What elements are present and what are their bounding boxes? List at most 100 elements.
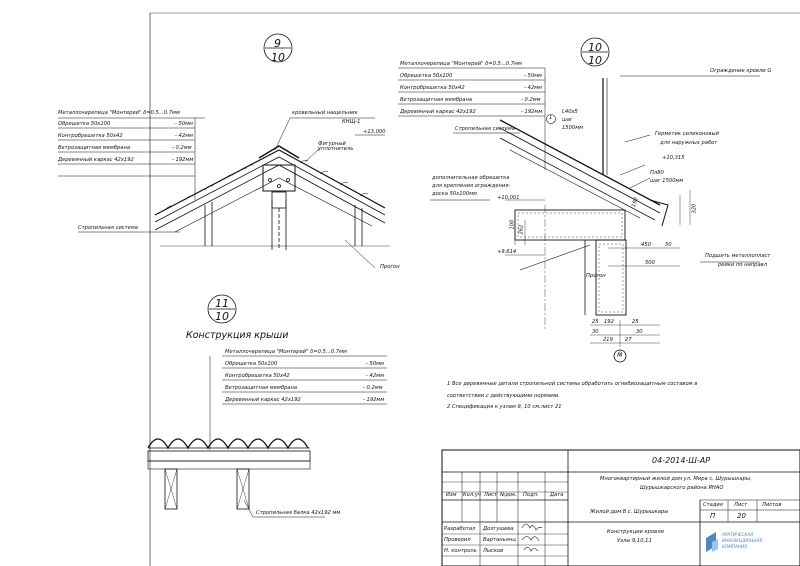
node10-num-top: 10 — [588, 41, 602, 54]
stamp-list-header: Лист — [734, 502, 748, 508]
node11-rafter-beam: Стропильная балка 42х192 мм — [256, 510, 341, 516]
stamp-col-data: Дата — [550, 492, 564, 498]
title-block — [441, 449, 800, 566]
node9-layer-1: Металлочерепица "Монтерей" δ=0.5...0.7мм — [58, 110, 180, 116]
node11-layer-5-thick: - 192мм — [363, 397, 385, 403]
stamp-stage-header: Стадия — [703, 502, 723, 508]
node9-num-bottom: 10 — [271, 51, 285, 64]
stamp-sheet: 20 — [737, 512, 746, 520]
node10-layer-5: Деревянный каркас 42х192 — [400, 109, 476, 115]
node10-marker: 1 — [549, 115, 553, 121]
node10-rafter-system: Стропильная система — [455, 126, 515, 132]
node10-dim-320: 320 — [691, 203, 698, 214]
node9-purlin: Прогон — [380, 264, 400, 270]
node10-dim-b2: 192 — [604, 319, 614, 325]
note-1: 1 Все деревянные детали стропильной сист… — [447, 381, 698, 387]
stamp-col-ndok: №док. — [500, 492, 517, 498]
node11-num-bottom: 10 — [215, 310, 229, 323]
node10-dim-b6: 27 — [625, 337, 632, 343]
stamp-role-2: Проверил — [444, 537, 471, 543]
node10-layer-3: Контробрешетка 50х42 — [400, 85, 465, 91]
node11-layer-5: Деревянный каркас 42х192 — [225, 397, 301, 403]
node9-num-top: 9 — [274, 37, 281, 50]
node10-dim-b5: 219 — [603, 337, 613, 343]
node11-layer-1: Металлочерепица "Монтерей" δ=0.5...0.7мм — [225, 349, 347, 355]
node9-layer-5: Деревянный каркас 42х192 — [58, 157, 134, 163]
stamp-col-list: Лист — [484, 492, 498, 498]
node10-angle-step: шаг — [562, 117, 573, 123]
node10-dim-100: 100 — [509, 219, 516, 230]
stamp-project-2: Шурышкарского района ЯНАО — [640, 485, 724, 491]
node10-metal: Подшить металлопласт — [705, 253, 771, 259]
node10-angle-step-val: 1500мм — [562, 125, 584, 131]
node10-dim-450: 450 — [641, 242, 651, 248]
node10-num-bottom: 10 — [588, 54, 602, 67]
node-10-drawing — [398, 37, 760, 363]
stamp-project-1: Многоквартирный жилой дом ул. Мира с. Шу… — [600, 476, 752, 482]
node10-dim-b3: 25 — [632, 319, 639, 325]
node10-sealant: Герметик силиконовый — [655, 131, 719, 137]
stamp-role-3: Н. контроль — [444, 548, 477, 554]
stamp-name-2: Вартаньянц — [483, 537, 516, 543]
stamp-stage: П — [710, 512, 716, 520]
node10-pl-step: шаг 1500мм — [650, 178, 684, 184]
node11-layer-3: Контробрешетка 50х42 — [225, 373, 290, 379]
stamp-col-izm: Изм — [446, 492, 457, 498]
company-logo — [706, 532, 718, 552]
node10-purlin: Прогон — [586, 273, 606, 279]
node9-ridge-code: КНЩ-1 — [342, 119, 361, 125]
node11-layer-2-thick: - 50мм — [366, 361, 384, 367]
node10-layer-3-thick: - 42мм — [524, 85, 542, 91]
node10-layer-2-thick: - 50мм — [524, 73, 542, 79]
node10-dim-50: 50 — [665, 242, 672, 248]
stamp-company-2: ИННОВАЦИОННАЯ — [722, 538, 763, 543]
node10-elev3: +9,614 — [497, 249, 517, 255]
node9-ridge-label: кровельный нащельник — [292, 110, 358, 116]
signatures — [521, 523, 543, 552]
node-9-drawing — [58, 33, 390, 269]
node11-num-top: 11 — [215, 297, 229, 310]
stamp-name-3: Лысков — [483, 548, 504, 554]
node10-metal2: рейки по направл — [718, 262, 768, 268]
node9-rafter-system: Стропильная система — [78, 225, 138, 231]
node9-layer-2-thick: - 50мм — [175, 121, 193, 127]
node9-figured-seal: Фигурный уплотнитель — [318, 141, 354, 153]
stamp-code: 04-2014-Ш-АР — [652, 456, 711, 465]
node10-layer-1: Металлочерепица "Монтерей" δ=0.5...0.7мм — [400, 61, 522, 67]
node-11-drawing — [147, 294, 387, 518]
node10-layer-5-thick: - 192мм — [521, 109, 543, 115]
stamp-sheet-title-1: Конструкции кровли — [607, 529, 664, 535]
node10-axis: М — [617, 352, 623, 359]
stamp-col-koluch: Кол.уч — [463, 492, 481, 498]
stamp-role-1: Разработал — [444, 526, 476, 532]
node10-extra-batten2: для крепления ограждения- — [432, 183, 511, 189]
stamp-lists-header: Листов — [762, 502, 782, 508]
node10-pl: Пл80 — [650, 170, 664, 176]
note-2: 2 Спецификация к узлам 9, 10 см.лист 21 — [447, 404, 562, 410]
node10-elev1: +10,315 — [662, 155, 685, 161]
node10-layer-4-thick: - 0.2мм — [521, 97, 541, 103]
node9-layer-3-thick: - 42мм — [175, 133, 193, 139]
node10-extra-batten3: доска 50х100мм — [432, 191, 477, 197]
node10-sealant2: для наружных работ — [660, 140, 718, 146]
node11-heading: Конструкция крыши — [186, 330, 289, 341]
node10-layer-4: Ветрозащитная мембрана — [400, 97, 473, 103]
stamp-col-podp: Подп. — [523, 492, 539, 498]
stamp-company-1: АРКТИЧЕСКАЯ — [722, 532, 754, 537]
node10-extra-batten: дополнительная обрешетка — [432, 175, 510, 181]
node9-layer-5-thick: - 192мм — [172, 157, 194, 163]
node10-elev2: +10,001 — [497, 195, 520, 201]
node11-layer-3-thick: - 42мм — [366, 373, 384, 379]
stamp-object: Жилой дом 8 с. Шурышкары — [590, 509, 669, 515]
node10-dim-500: 500 — [645, 260, 655, 266]
node11-layer-2: Обрешетка 50х100 — [225, 361, 278, 367]
note-1-cont: соответствии с действующими нормами. — [447, 393, 560, 399]
stamp-sheet-title-2: Узлы 9,10,11 — [617, 538, 652, 544]
node9-layer-4: Ветрозащитная мембрана — [58, 145, 131, 151]
node11-layer-4: Ветрозащитная мембрана — [225, 385, 298, 391]
node10-angle: L40х5 — [562, 109, 578, 115]
node10-fence: Ограждение кровли G — [710, 68, 772, 74]
node9-elevation: +13,000 — [363, 129, 386, 135]
node11-layer-4-thick: - 0.2мм — [363, 385, 383, 391]
